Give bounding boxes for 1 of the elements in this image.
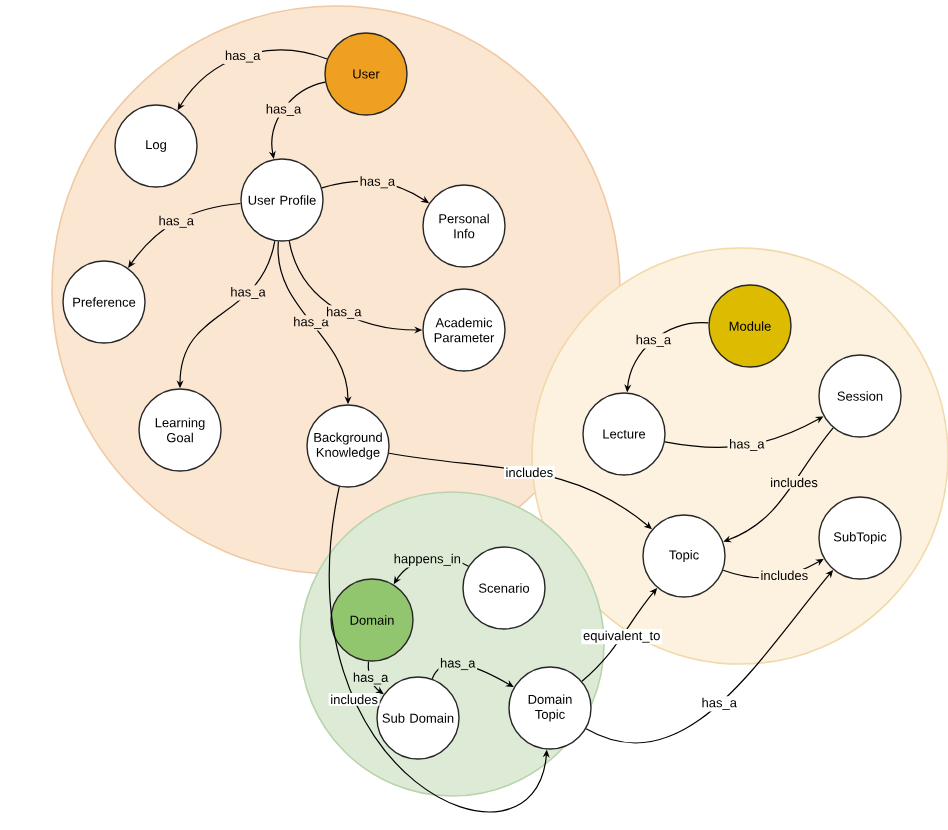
arrow — [128, 202, 242, 268]
